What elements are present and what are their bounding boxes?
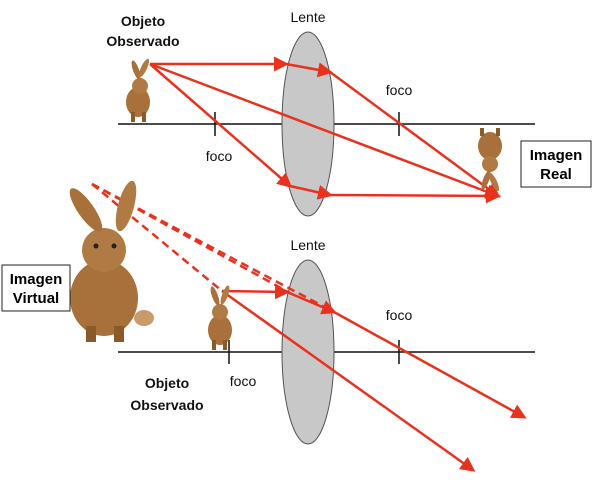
- top-focus-left-label: foco: [206, 148, 233, 164]
- bottom-focus-right-label: foco: [386, 307, 413, 323]
- bottom-lens-label: Lente: [290, 237, 325, 253]
- top-object-label-line1: Objeto: [121, 13, 165, 29]
- bottom-image-label-box: [1, 264, 71, 312]
- bottom-virtual-ray-3: [91, 182, 291, 295]
- top-ray-3c: [329, 188, 501, 204]
- top-image-label-line1: Imagen: [530, 147, 583, 164]
- top-diagram: Objeto Observado Lente foco foco Imagen …: [106, 9, 592, 217]
- top-ray-2: [149, 62, 501, 199]
- top-focus-right-label: foco: [386, 82, 413, 98]
- bottom-object-label-line1: Objeto: [145, 375, 189, 391]
- top-image-label-box: [520, 140, 592, 188]
- bottom-image-label-line2: Virtual: [13, 290, 59, 307]
- bottom-focus-left-label: foco: [230, 373, 257, 389]
- top-image-label-line2: Real: [540, 166, 572, 183]
- bottom-virtual-rabbit: [69, 180, 154, 342]
- bottom-ray-1c: [333, 310, 527, 419]
- bottom-virtual-ray-2: [91, 183, 223, 292]
- bottom-object-rabbit: [208, 285, 232, 350]
- top-object-label-line2: Observado: [106, 33, 179, 49]
- top-lens-label: Lente: [290, 9, 325, 25]
- top-ray-3a: [149, 63, 293, 188]
- top-image-rabbit: [478, 128, 502, 192]
- top-object-rabbit: [126, 58, 150, 122]
- bottom-ray-1a: [221, 284, 290, 300]
- top-ray-1b: [285, 62, 333, 78]
- top-ray-3b: [289, 184, 333, 200]
- bottom-diagram: Lente foco foco Objeto Observado Imagen …: [1, 180, 535, 472]
- bottom-object-label-line2: Observado: [130, 397, 203, 413]
- bottom-ray-2: [221, 289, 476, 472]
- bottom-image-label-line1: Imagen: [10, 271, 63, 288]
- top-ray-1c: [329, 70, 501, 198]
- bottom-rays: [221, 284, 527, 472]
- top-rays: [149, 56, 501, 204]
